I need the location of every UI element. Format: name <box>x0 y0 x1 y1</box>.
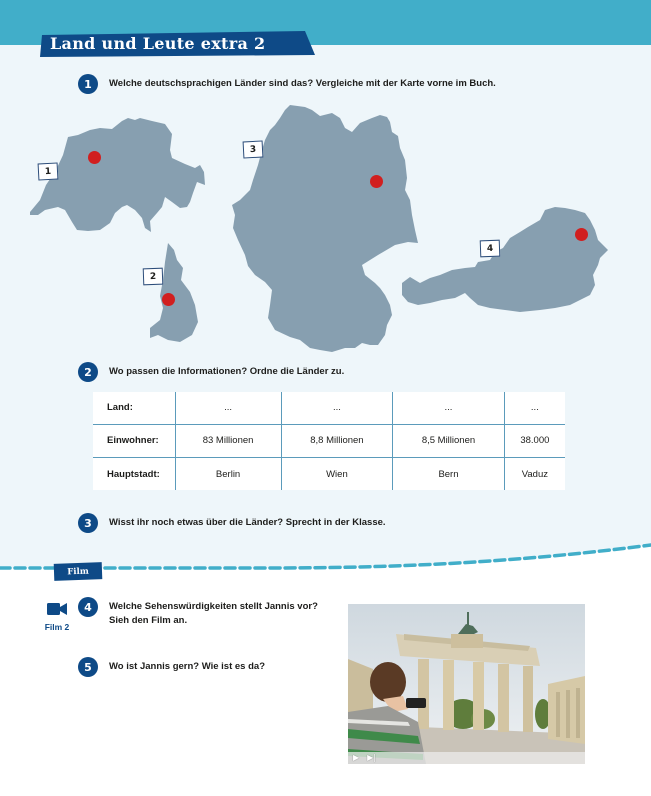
video-thumbnail-brandenburg-gate <box>348 604 585 764</box>
country-maps: 1 2 3 4 <box>0 95 651 360</box>
row-header: Land: <box>93 392 176 425</box>
task-instruction: Wisst ihr noch etwas über die Länder? Sp… <box>109 517 386 528</box>
map-label-2: 2 <box>142 267 164 286</box>
video-player[interactable]: ▶ ▶| <box>348 604 585 764</box>
task-3: 3 Wisst ihr noch etwas über die Länder? … <box>78 513 386 533</box>
table-cell: Bern <box>392 457 505 490</box>
table-row: Hauptstadt: Berlin Wien Bern Vaduz <box>93 457 565 490</box>
table-cell: ... <box>504 392 565 425</box>
task-4: 4 Welche Sehenswürdigkeiten stellt Janni… <box>78 597 318 628</box>
task-instruction: Welche deutschsprachigen Länder sind das… <box>109 78 496 89</box>
map-switzerland <box>30 118 205 232</box>
row-header: Einwohner: <box>93 424 176 459</box>
task-number-badge: 1 <box>78 74 98 94</box>
film-link[interactable]: Film 2 <box>40 600 74 632</box>
table-cell: ... <box>281 392 394 425</box>
task-instruction-line: Sieh den Film an. <box>109 615 188 626</box>
task-1: 1 Welche deutschsprachigen Länder sind d… <box>78 74 496 94</box>
dashed-divider <box>0 543 651 575</box>
table-cell: 83 Millionen <box>175 424 282 459</box>
table-cell: 8,8 Millionen <box>281 424 394 459</box>
capital-dot <box>370 175 383 188</box>
play-icon[interactable]: ▶ <box>353 753 360 762</box>
capital-dot <box>575 228 588 241</box>
table-cell: 38.000 <box>504 424 565 459</box>
map-label-1: 1 <box>37 162 59 181</box>
video-controls: ▶ ▶| <box>348 752 585 764</box>
task-5: 5 Wo ist Jannis gern? Wie ist es da? <box>78 657 265 677</box>
skip-forward-icon[interactable]: ▶| <box>367 753 377 762</box>
table-cell: ... <box>392 392 505 425</box>
table-cell: Vaduz <box>521 468 548 480</box>
table-row: Land: ... ... ... ... <box>93 392 565 425</box>
task-instruction: Wo ist Jannis gern? Wie ist es da? <box>109 661 265 672</box>
table-cell: Berlin <box>175 457 282 490</box>
map-liechtenstein <box>150 243 198 342</box>
capital-dot <box>88 151 101 164</box>
task-number-badge: 4 <box>78 597 98 617</box>
row-header: Hauptstadt: <box>93 457 176 490</box>
task-instruction-line: Welche Sehenswürdigkeiten stellt Jannis … <box>109 601 318 612</box>
task-instruction: Wo passen die Informationen? Ordne die L… <box>109 366 345 377</box>
map-germany <box>232 105 418 352</box>
table-cell: ... <box>175 392 282 425</box>
map-austria <box>402 207 608 312</box>
page-title: Land und Leute extra 2 <box>50 34 266 53</box>
table-cell: 8,5 Millionen <box>392 424 505 459</box>
map-label-4: 4 <box>479 239 501 258</box>
film-section-tag: Film <box>53 562 103 581</box>
map-label-3: 3 <box>242 140 264 159</box>
task-number-badge: 3 <box>78 513 98 533</box>
country-info-table: Land: ... ... ... ... Einwohner: 83 Mill… <box>93 392 565 490</box>
video-camera-icon <box>47 600 67 615</box>
page-title-banner: Land und Leute extra 2 <box>40 31 315 57</box>
table-row: Einwohner: 83 Millionen 8,8 Millionen 8,… <box>93 424 565 459</box>
task-number-badge: 2 <box>78 362 98 382</box>
task-number-badge: 5 <box>78 657 98 677</box>
film-label: Film 2 <box>44 622 70 632</box>
capital-dot <box>162 293 175 306</box>
task-instruction: Welche Sehenswürdigkeiten stellt Jannis … <box>109 600 318 628</box>
task-2: 2 Wo passen die Informationen? Ordne die… <box>78 362 344 382</box>
table-cell: Wien <box>281 457 394 490</box>
